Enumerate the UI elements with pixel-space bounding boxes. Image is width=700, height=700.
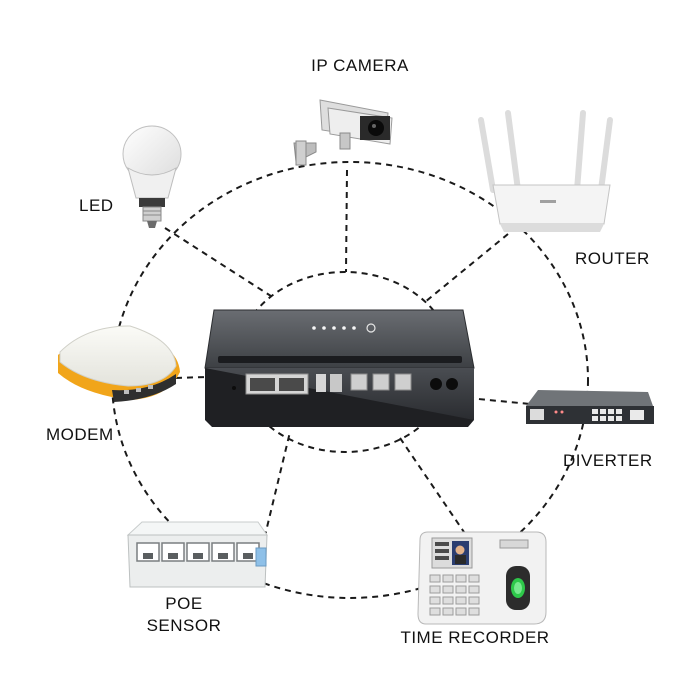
ip-camera-label: IP CAMERA bbox=[311, 56, 409, 75]
hub-vent-grille bbox=[218, 356, 462, 363]
dc-jack-icon bbox=[430, 378, 458, 390]
time-recorder-label: TIME RECORDER bbox=[400, 628, 550, 647]
spoke-ip-camera bbox=[345, 169, 348, 273]
diverter-label: DIVERTER bbox=[563, 451, 653, 470]
router-icon bbox=[478, 110, 613, 232]
power-button-icon bbox=[366, 323, 376, 333]
ip-camera-icon bbox=[293, 99, 393, 166]
spoke-router bbox=[424, 233, 509, 303]
diverter-icon bbox=[526, 390, 654, 424]
poe-sensor-label-line2: SENSOR bbox=[146, 616, 222, 635]
modem-icon bbox=[58, 325, 180, 402]
spoke-time-recorder bbox=[399, 437, 467, 536]
ethernet-port-icon bbox=[245, 373, 309, 395]
poe-sensor-label-line1: POE bbox=[165, 594, 203, 613]
led-bulb-icon bbox=[122, 125, 182, 228]
spoke-diverter bbox=[467, 397, 531, 405]
poe-switch-icon bbox=[126, 521, 268, 588]
connection-spokes bbox=[164, 169, 531, 549]
rj11-port-icon bbox=[350, 373, 412, 391]
modem-label: MODEM bbox=[46, 425, 114, 444]
usb-port-icon bbox=[330, 374, 342, 392]
led-label: LED bbox=[79, 196, 114, 215]
time-recorder-icon bbox=[417, 531, 547, 625]
hub-status-leds bbox=[312, 326, 356, 330]
spoke-poe-sensor bbox=[261, 431, 291, 549]
router-label: ROUTER bbox=[575, 249, 650, 268]
poe-sensor-label: POE SENSOR bbox=[134, 593, 234, 637]
spoke-led bbox=[164, 227, 275, 299]
usb-port-icon bbox=[316, 374, 326, 392]
central-hub-device bbox=[204, 309, 475, 427]
